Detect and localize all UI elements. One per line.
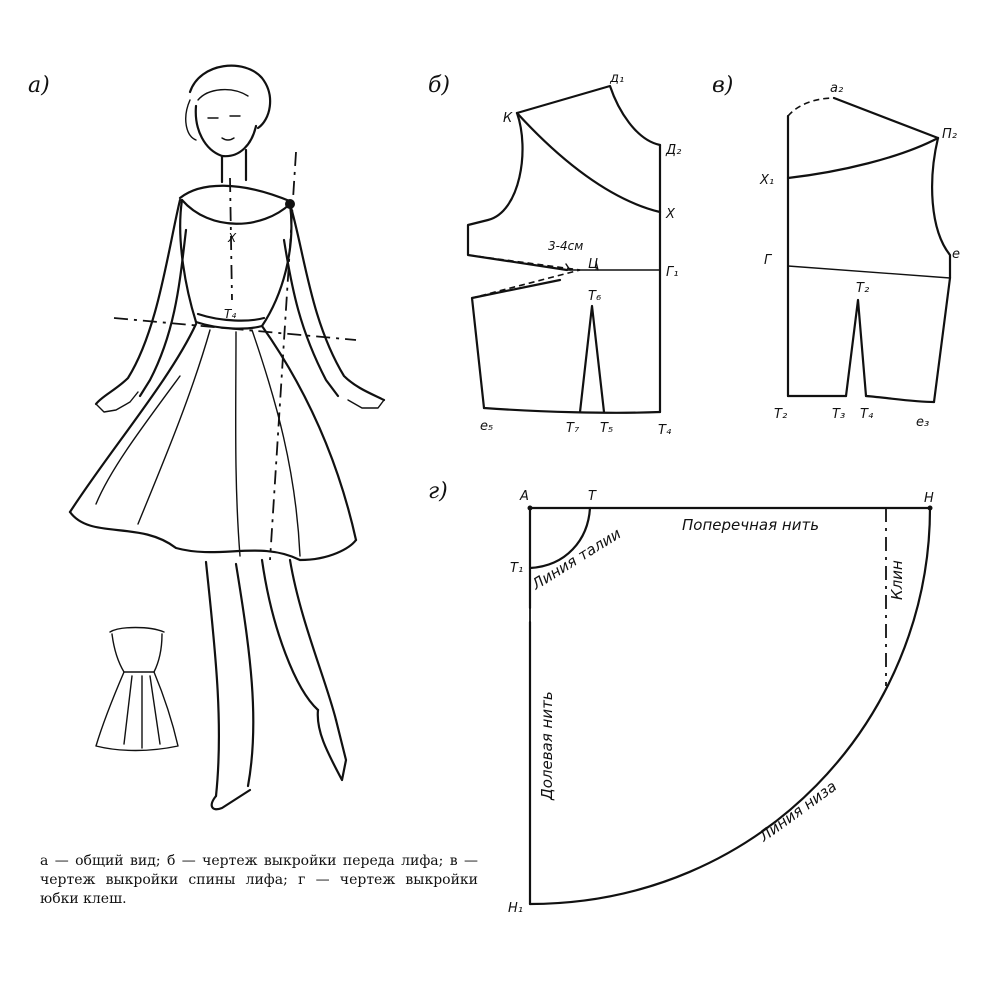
figure-arms: [94, 198, 386, 413]
front-point-d2: Д₂: [665, 143, 681, 158]
back-chest-line: [787, 265, 951, 279]
back-waist-dart: [844, 298, 868, 398]
figure-bodice: Х Т₄: [178, 177, 294, 330]
panel-b-letter: б): [428, 73, 450, 98]
small-dress-sketch: [95, 626, 179, 752]
figure-skirt: [68, 322, 358, 562]
back-point-t2-top: Т₂: [856, 281, 869, 296]
shoulder-marker: [285, 199, 295, 209]
front-point-t4: Т₄: [658, 423, 672, 438]
panel-a-letter: а): [28, 73, 50, 98]
skirt-point-n1: Н₁: [508, 901, 523, 916]
front-point-k: К: [503, 111, 513, 126]
back-neckline: [787, 97, 835, 117]
lengthwise-grain-label: Долевая нить: [538, 691, 556, 801]
front-waistline: [482, 406, 662, 414]
skirt-waist-curve: [528, 506, 592, 570]
panel-b-front-bodice: б) д₁ К Д₂ Х Г₁ Ц 3-4см Т₆ е₅ Т₇ Т₅ Т₄: [428, 71, 681, 438]
wedge-label: Клин: [888, 560, 906, 600]
back-point-x1: Х₁: [759, 173, 774, 188]
figure-head: [185, 64, 272, 184]
back-point-t2: Т₂: [774, 407, 787, 422]
front-armhole: [466, 111, 569, 272]
back-side-seam: [932, 276, 952, 404]
panel-v-back-bodice: в) а₂ П₂ Х₁ Г е Т₂ Т₂ Т₃ Т₄ е₃: [712, 73, 960, 430]
back-waistline-right: [864, 394, 936, 404]
skirt-point-t: Т: [588, 489, 597, 504]
back-point-e3: е₃: [916, 415, 929, 430]
front-waist-dart: [578, 304, 606, 414]
waist-axis-line: [113, 317, 357, 341]
front-shoulder-line: [515, 111, 662, 214]
figure-caption: а — общий вид; б — чертеж выкройки перед…: [40, 852, 478, 909]
skirt-point-a: А: [519, 489, 529, 504]
front-point-x: Х: [665, 207, 676, 222]
front-measure-label: 3-4см: [548, 239, 583, 253]
front-point-g1: Г₁: [666, 265, 678, 280]
figure-legs: [204, 558, 348, 811]
front-point-t7: Т₇: [566, 421, 580, 436]
front-dart-side: [467, 254, 581, 299]
panel-a-general-view: а) Х Т₄: [28, 64, 386, 811]
front-neckline: [515, 84, 662, 147]
cross-grain-label: Поперечная нить: [682, 516, 819, 534]
measure-marks: [565, 261, 599, 271]
back-point-a2: а₂: [830, 81, 843, 96]
caption-line-3: г — чертеж выкройки юбки клеш.: [40, 872, 483, 907]
panel-g-flared-skirt: г) А Т Н Т₁ Н₁ Поперечная нить Линия тал…: [428, 479, 934, 916]
panel-v-letter: в): [712, 73, 733, 98]
front-point-d1: д₁: [609, 71, 624, 86]
skirt-corner-n: [927, 505, 933, 511]
caption-line-1: а — общий вид; б — чертеж выкройки перед…: [40, 853, 444, 869]
back-point-e: е: [952, 247, 960, 262]
waist-line-label: Линия талии: [528, 524, 625, 594]
bodice-point-t4: Т₄: [224, 307, 236, 321]
back-point-t4: Т₄: [860, 407, 874, 422]
back-point-p: П₂: [942, 127, 957, 142]
hem-line-label: Линия низа: [755, 777, 840, 846]
back-shoulder-line: [832, 96, 940, 140]
front-point-e5: е₅: [480, 419, 493, 434]
back-point-t3: Т₃: [832, 407, 845, 422]
front-side-seam: [470, 278, 562, 410]
skirt-point-n: Н: [924, 491, 934, 506]
caption-line-2: в — чертеж выкройки спины лифа;: [40, 853, 483, 888]
front-point-t6: Т₆: [588, 289, 601, 304]
back-point-g: Г: [764, 253, 773, 268]
skirt-corner-a: [527, 505, 533, 511]
skirt-hem-curve: [528, 506, 932, 906]
bodice-point-x: Х: [227, 231, 237, 245]
front-point-ts: Ц: [588, 257, 598, 272]
front-point-t5: Т₅: [600, 421, 613, 436]
panel-g-letter: г): [428, 479, 448, 504]
back-armhole: [931, 136, 952, 280]
skirt-point-t1: Т₁: [510, 561, 523, 576]
back-armhole-curve: [786, 136, 940, 180]
